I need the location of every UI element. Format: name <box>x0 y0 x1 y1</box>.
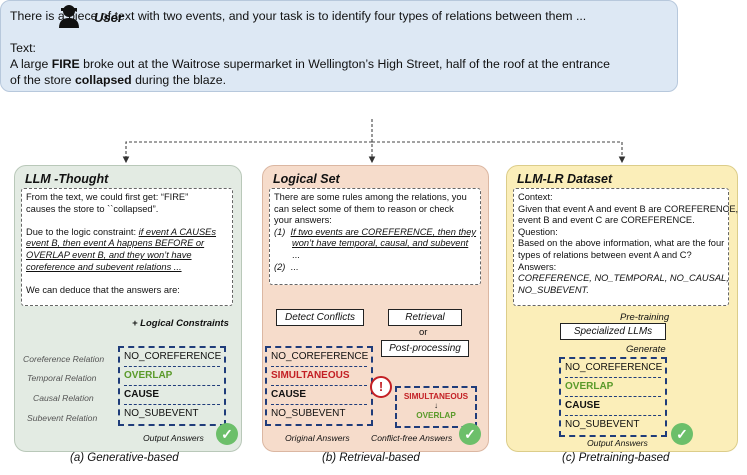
generate-label: Generate <box>626 344 666 355</box>
answer: OVERLAP <box>565 378 661 397</box>
answer: CAUSE <box>124 386 220 405</box>
user-icon <box>59 5 79 28</box>
alert-icon: ! <box>370 376 392 398</box>
sentence-line-2: of the store collapsed during the blaze. <box>10 73 227 87</box>
sentence-line-1: A large FIRE broke out at the Waitrose s… <box>10 57 610 71</box>
event-collapsed: collapsed <box>74 73 132 87</box>
pre-training-label: Pre-training <box>620 312 670 323</box>
answer: CAUSE <box>565 397 661 416</box>
answer: OVERLAP <box>124 367 220 386</box>
caption-retrieval: (b) Retrieval-based <box>322 452 420 464</box>
panel-title: LLM-LR Dataset <box>517 172 613 186</box>
answer: NO_SUBEVENT <box>124 408 199 419</box>
answer: CAUSE <box>271 386 367 405</box>
specialized-llms-box: Specialized LLMs <box>560 323 666 340</box>
instruction-text: There is a piece of text with two events… <box>10 9 587 23</box>
check-icon: ✓ <box>459 423 481 445</box>
panel-title: Logical Set <box>273 172 340 186</box>
conflict-free-label: Conflict-free Answers <box>371 433 453 443</box>
answer: NO_COREFERENCE <box>124 348 221 367</box>
user-label: User <box>94 10 123 25</box>
original-answers-group: NO_COREFERENCE SIMULTANEOUS CAUSE NO_SUB… <box>265 346 373 426</box>
answer: NO_SUBEVENT <box>271 408 346 419</box>
arrow-down-icon: ↓ <box>434 401 438 410</box>
fixed-before: SIMULTANEOUS <box>403 392 469 401</box>
relation-label: Temporal Relation <box>27 373 97 383</box>
check-icon: ✓ <box>216 423 238 445</box>
retrieval-panel: Logical Set There are some rules among t… <box>262 165 489 452</box>
text-label: Text: <box>10 41 36 55</box>
thought-box: From the text, we could first get: “FIRE… <box>21 188 233 306</box>
answer: NO_COREFERENCE <box>271 348 368 367</box>
event-fire: FIRE <box>51 57 80 71</box>
caption-pretraining: (c) Pretraining-based <box>562 452 670 464</box>
output-answers-label: Output Answers <box>587 438 648 448</box>
post-processing-box: Post-processing <box>381 340 469 357</box>
answer: NO_SUBEVENT <box>565 419 640 430</box>
logical-set-box: There are some rules among the relations… <box>269 188 481 285</box>
answer: SIMULTANEOUS <box>271 367 367 386</box>
retrieval-box: Retrieval <box>388 309 462 326</box>
or-label: or <box>419 327 428 338</box>
user-prompt-box: There is a piece of text with two events… <box>0 0 678 92</box>
check-icon: ✓ <box>671 423 693 445</box>
output-answers-group: NO_COREFERENCE OVERLAP CAUSE NO_SUBEVENT <box>118 346 226 426</box>
original-answers-label: Original Answers <box>285 433 350 443</box>
relation-label: Causal Relation <box>33 393 94 403</box>
output-answers-label: Output Answers <box>143 433 204 443</box>
detect-conflicts-box: Detect Conflicts <box>276 309 364 326</box>
fixed-after: OVERLAP <box>416 411 456 420</box>
conflict-free-group: SIMULTANEOUS ↓ OVERLAP <box>395 386 477 428</box>
pretraining-panel: LLM-LR Dataset Context: Given that event… <box>506 165 738 452</box>
answer: NO_COREFERENCE <box>565 359 662 378</box>
generative-panel: LLM -Thought From the text, we could fir… <box>14 165 242 452</box>
output-answers-group: NO_COREFERENCE OVERLAP CAUSE NO_SUBEVENT <box>559 357 667 437</box>
caption-generative: (a) Generative-based <box>70 452 179 464</box>
panel-title: LLM -Thought <box>25 172 109 186</box>
relation-label: Coreference Relation <box>23 354 105 364</box>
relation-label: Subevent Relation <box>27 413 98 423</box>
logical-constraints-label: + Logical Constraints <box>132 318 229 329</box>
dataset-box: Context: Given that event A and event B … <box>513 188 738 306</box>
